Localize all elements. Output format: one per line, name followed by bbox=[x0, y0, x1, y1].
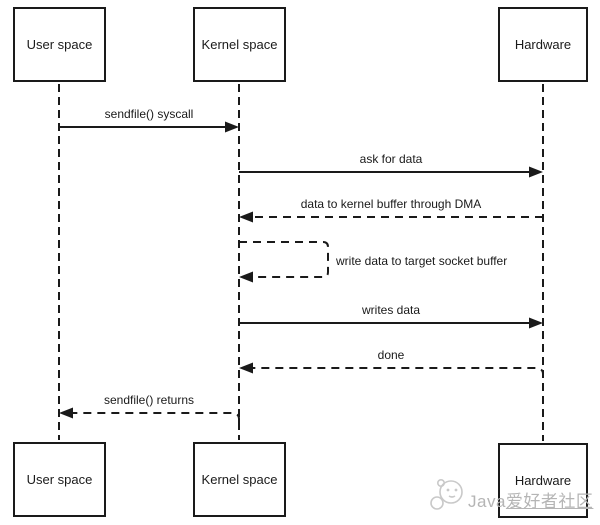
message-line-sendfile-returns bbox=[73, 412, 240, 422]
actor-box-kernel-space-bottom: Kernel space bbox=[193, 442, 286, 517]
watermark-suffix: 爱好者社区 bbox=[505, 492, 594, 511]
actor-box-hardware-top: Hardware bbox=[498, 7, 588, 82]
arrowhead-right-icon bbox=[225, 121, 239, 133]
actor-box-user-space-top: User space bbox=[13, 7, 106, 82]
arrowhead-left-icon bbox=[59, 407, 73, 419]
actor-label: User space bbox=[26, 472, 93, 487]
message-label-sendfile-syscall: sendfile() syscall bbox=[104, 107, 194, 121]
actor-label: Hardware bbox=[514, 473, 572, 488]
message-label-writes-data: writes data bbox=[361, 303, 421, 317]
message-label-sendfile-returns: sendfile() returns bbox=[103, 393, 195, 407]
actor-label: Hardware bbox=[514, 37, 572, 52]
watermark-text: Java爱好者社区 bbox=[468, 487, 593, 512]
message-label-dma-to-kernel-buffer: data to kernel buffer through DMA bbox=[300, 197, 482, 211]
message-label-done: done bbox=[377, 348, 405, 362]
actor-label: User space bbox=[26, 37, 93, 52]
actor-label: Kernel space bbox=[201, 37, 278, 52]
message-label-write-socket-buffer: write data to target socket buffer bbox=[336, 254, 508, 268]
arrowhead-left-icon bbox=[239, 211, 253, 223]
message-label-ask-for-data: ask for data bbox=[359, 152, 423, 166]
watermark-prefix: Java bbox=[468, 492, 506, 511]
actor-label: Kernel space bbox=[201, 472, 278, 487]
actor-box-user-space-bottom: User space bbox=[13, 442, 106, 517]
actor-box-kernel-space-top: Kernel space bbox=[193, 7, 286, 82]
arrowhead-right-icon bbox=[529, 166, 543, 178]
message-line-self-loop-socket-buffer bbox=[239, 241, 329, 278]
arrowhead-left-icon bbox=[239, 271, 253, 283]
message-line-done bbox=[253, 367, 544, 377]
actor-box-hardware-bottom: Hardware bbox=[498, 443, 588, 518]
arrowhead-left-icon bbox=[239, 362, 253, 374]
arrowhead-right-icon bbox=[529, 317, 543, 329]
